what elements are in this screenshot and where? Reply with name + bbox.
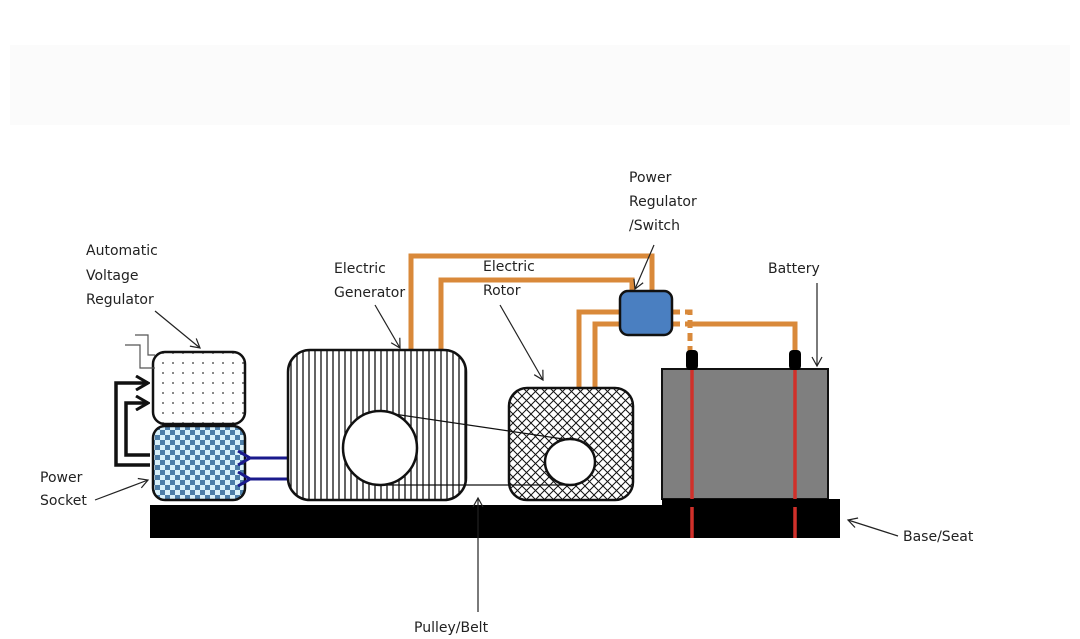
leader-arrows bbox=[94, 244, 899, 612]
battery-terminal-pos bbox=[789, 350, 801, 370]
label-pulley: Pulley/Belt bbox=[414, 620, 489, 636]
base-seat bbox=[150, 505, 840, 538]
label-generator: Electric Generator bbox=[334, 261, 405, 301]
wire-generator-switch-1 bbox=[408, 253, 655, 352]
erased-header bbox=[10, 45, 1070, 125]
rotor-pulley bbox=[543, 437, 597, 487]
feedback-arrow-2 bbox=[124, 403, 150, 457]
wire-switch-battery-pos bbox=[672, 321, 798, 355]
wire-generator-switch-2 bbox=[438, 277, 635, 352]
battery-terminal-neg bbox=[686, 350, 698, 370]
label-switch: Power Regulator /Switch bbox=[629, 170, 701, 234]
battery bbox=[661, 368, 829, 500]
feedback-arrow-1 bbox=[114, 383, 150, 467]
belt-top bbox=[379, 411, 571, 441]
label-rotor: Electric Rotor bbox=[483, 259, 539, 299]
power-regulator-switch bbox=[618, 289, 674, 337]
avr-connector-1 bbox=[135, 334, 155, 356]
wires bbox=[408, 253, 798, 390]
label-avr: Automatic Voltage Regulator bbox=[86, 243, 162, 308]
avr-connector-2 bbox=[125, 344, 155, 369]
wire-rotor-switch-2 bbox=[592, 321, 620, 390]
generator-pulley bbox=[341, 409, 419, 487]
power-socket bbox=[151, 424, 247, 502]
wire-switch-battery-neg bbox=[672, 309, 693, 355]
label-socket: Power Socket bbox=[40, 470, 87, 509]
label-battery: Battery bbox=[768, 261, 820, 277]
label-base: Base/Seat bbox=[903, 529, 974, 545]
automatic-voltage-regulator bbox=[151, 350, 247, 426]
wire-rotor-switch-1 bbox=[576, 309, 620, 390]
